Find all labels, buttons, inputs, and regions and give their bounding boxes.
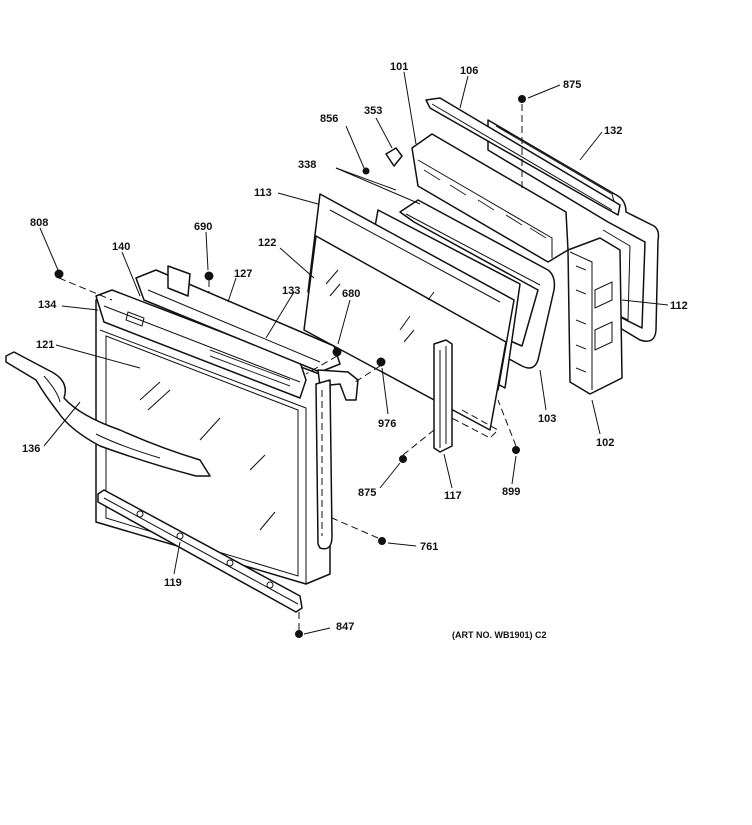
vent-bracket-part bbox=[135, 265, 359, 401]
leader-lines bbox=[39, 71, 669, 635]
screw-875-lower-icon bbox=[399, 455, 407, 463]
front-glass-panel bbox=[303, 235, 507, 431]
clip-353-icon bbox=[385, 147, 403, 167]
callout-690: 690 bbox=[194, 221, 212, 233]
callout-119: 119 bbox=[164, 577, 182, 589]
callout-976: 976 bbox=[378, 418, 396, 430]
callout-133: 133 bbox=[282, 285, 300, 297]
bottom-trim-part bbox=[97, 489, 303, 613]
hinge-channel-part bbox=[433, 339, 453, 453]
callout-899: 899 bbox=[502, 486, 520, 498]
screw-875-top-icon bbox=[518, 95, 526, 103]
callout-112: 112 bbox=[670, 300, 688, 312]
callout-761: 761 bbox=[420, 541, 438, 553]
callout-102: 102 bbox=[596, 437, 614, 449]
callout-856: 856 bbox=[320, 113, 338, 125]
callout-680: 680 bbox=[342, 288, 360, 300]
screw-680-icon bbox=[332, 347, 342, 357]
callout-103: 103 bbox=[538, 413, 556, 425]
screw-761-icon bbox=[378, 537, 386, 545]
screw-856-icon bbox=[362, 167, 370, 175]
callout-labels: 101 106 875 856 353 132 338 113 808 690 … bbox=[22, 61, 688, 640]
art-number: (ART NO. WB1901) C2 bbox=[452, 630, 547, 640]
hidden-edge-outline bbox=[447, 409, 499, 439]
callout-353: 353 bbox=[364, 105, 382, 117]
door-handle-part bbox=[5, 351, 211, 477]
callout-106: 106 bbox=[460, 65, 478, 77]
top-trim-part bbox=[95, 289, 307, 399]
callout-134: 134 bbox=[38, 299, 57, 311]
callout-808: 808 bbox=[30, 217, 48, 229]
side-bracket-part bbox=[315, 379, 333, 550]
side-rail-part bbox=[567, 237, 623, 395]
callout-117: 117 bbox=[444, 490, 462, 502]
callout-113: 113 bbox=[254, 187, 272, 199]
callout-121: 121 bbox=[36, 339, 54, 351]
callout-127: 127 bbox=[234, 268, 252, 280]
callout-136: 136 bbox=[22, 443, 40, 455]
callout-875-top: 875 bbox=[563, 79, 581, 91]
screw-899-icon bbox=[512, 446, 520, 454]
top-bracket-part bbox=[411, 133, 569, 263]
screw-690-icon bbox=[204, 271, 214, 281]
callout-140: 140 bbox=[112, 241, 130, 253]
callout-101: 101 bbox=[390, 61, 408, 73]
callout-122: 122 bbox=[258, 237, 276, 249]
screw-fasteners bbox=[54, 95, 526, 638]
callout-875-lower: 875 bbox=[358, 487, 376, 499]
screw-847-icon bbox=[295, 630, 303, 638]
callout-847: 847 bbox=[336, 621, 354, 633]
rear-frame-part bbox=[425, 97, 660, 342]
screw-976-icon bbox=[376, 357, 386, 367]
callout-132: 132 bbox=[604, 125, 622, 137]
assembly-lines bbox=[58, 104, 523, 630]
screw-808-icon bbox=[54, 269, 64, 279]
callout-338: 338 bbox=[298, 159, 316, 171]
